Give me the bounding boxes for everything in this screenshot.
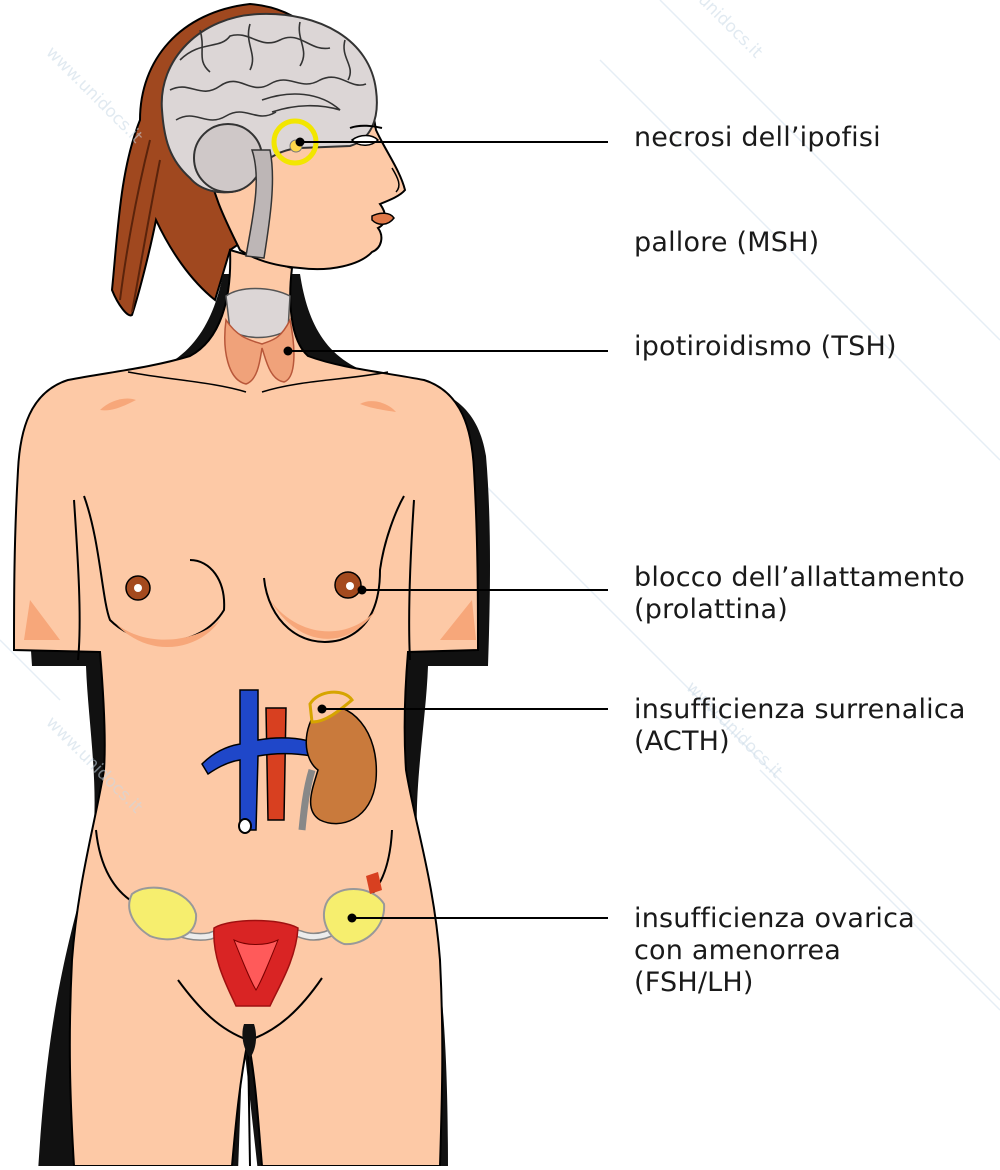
label-pallor: pallore (MSH): [634, 227, 819, 259]
vessel-cut: [239, 819, 251, 833]
thyroid-cartilage: [226, 289, 290, 338]
label-adrenal-insufficiency: insufficienza surrenalica (ACTH): [634, 694, 966, 758]
eye: [352, 136, 378, 146]
artery: [266, 708, 286, 820]
label-hypothyroidism: ipotiroidismo (TSH): [634, 331, 897, 363]
label-ovarian-insufficiency: insufficienza ovarica con amenorrea (FSH…: [634, 903, 915, 999]
cerebellum: [194, 124, 262, 192]
lips: [372, 213, 394, 224]
label-pituitary-necrosis: necrosi dell’ipofisi: [634, 122, 881, 154]
label-lactation-block: blocco dell’allattamento (prolattina): [634, 562, 965, 626]
